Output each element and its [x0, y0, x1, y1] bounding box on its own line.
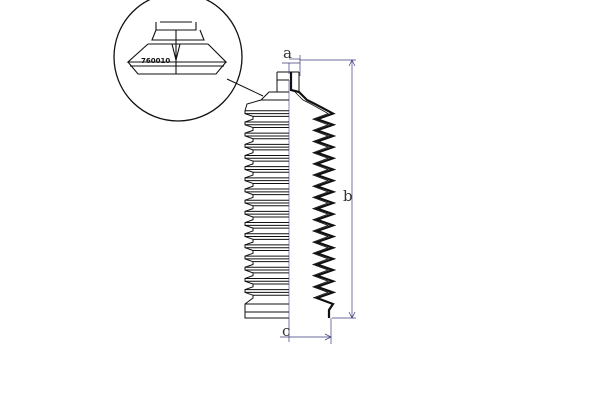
bellows-left-half: [244, 71, 289, 319]
detail-boot-profile: [126, 21, 228, 75]
dimension-c: [280, 318, 332, 344]
dimension-c-label: c: [282, 322, 290, 340]
dimension-b: [332, 59, 356, 319]
detail-view: 760010: [113, 0, 264, 122]
bellows-right-inner-wall: [294, 91, 330, 299]
dimension-a-label: a: [283, 44, 292, 62]
detail-circle: [113, 0, 243, 122]
detail-part-number: 760010: [141, 57, 170, 65]
dimension-b-label: b: [343, 187, 353, 205]
detail-leader-line: [226, 78, 264, 97]
dimension-a: [282, 55, 356, 76]
bellows-left-outline: [244, 72, 289, 319]
bellows-right-profile: [289, 72, 337, 318]
bellows-main: [244, 71, 337, 319]
bellows-right-half: [289, 71, 337, 318]
